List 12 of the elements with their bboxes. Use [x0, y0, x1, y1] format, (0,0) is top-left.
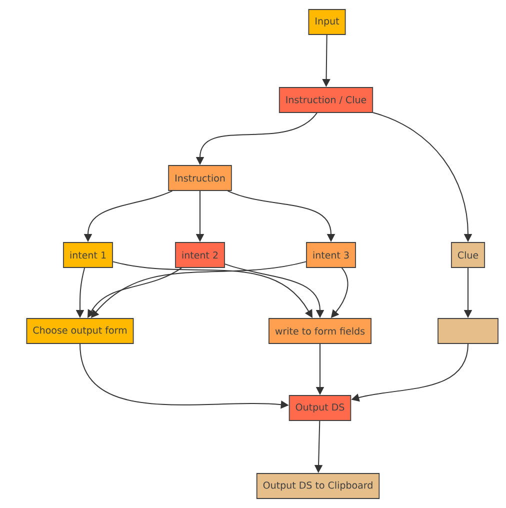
empty-box — [438, 318, 498, 344]
process-box: intent 2 — [175, 242, 225, 268]
process-box: write to form fields — [268, 318, 372, 344]
process-box: Output DS — [288, 395, 352, 421]
process-box: Instruction — [168, 165, 232, 191]
process-box: Clue — [450, 242, 486, 268]
process-box: intent 1 — [63, 242, 113, 268]
process-box: Output DS to Clipboard — [256, 473, 380, 499]
process-box: Input — [308, 9, 346, 35]
process-box: Instruction / Clue — [278, 87, 374, 113]
process-box: Choose output form — [26, 318, 134, 344]
process-box: intent 3 — [306, 242, 356, 268]
